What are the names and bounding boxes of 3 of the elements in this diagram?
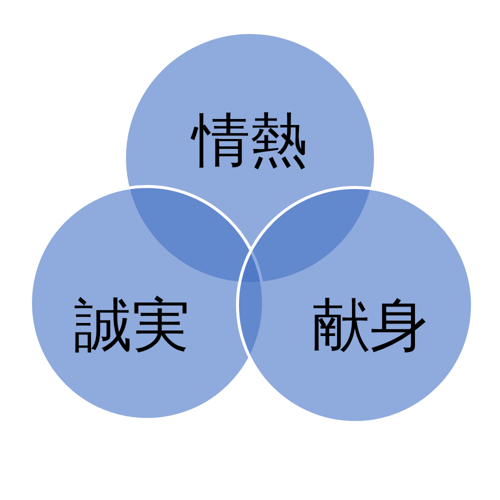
circle-label: 献身: [312, 296, 428, 354]
circle-label: 情熱: [192, 111, 308, 169]
circle-label: 誠実: [74, 296, 190, 354]
